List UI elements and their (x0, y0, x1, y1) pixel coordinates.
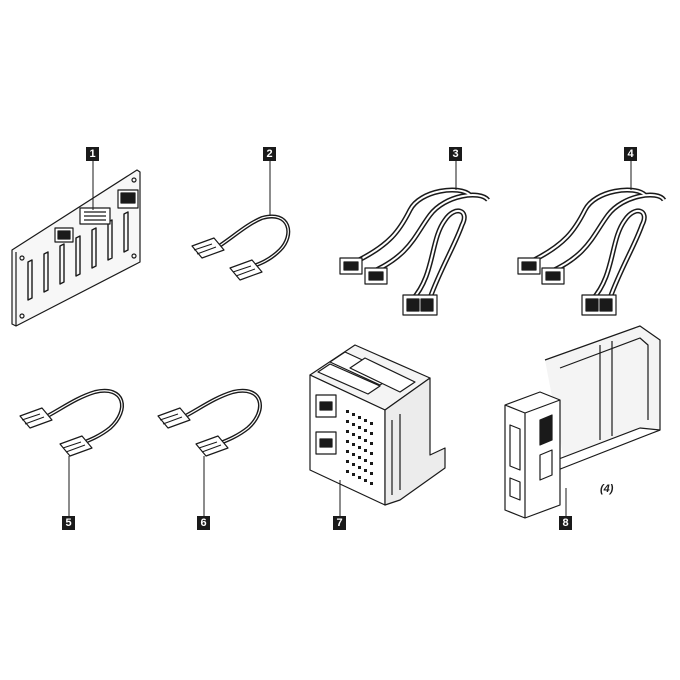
short-cable-6-illustration (157, 388, 262, 457)
callout-8: 8 (559, 516, 572, 530)
backplane-illustration (11, 169, 141, 327)
callout-4: 4 (624, 147, 637, 161)
callout-6: 6 (197, 516, 210, 530)
callout-7: 7 (333, 516, 346, 530)
power-cable-illustration (191, 214, 291, 281)
drive-tray-illustration (504, 325, 661, 519)
quantity-note: (4) (600, 483, 614, 495)
signal-cable-3-illustration (339, 187, 490, 316)
short-cable-5-illustration (19, 388, 124, 457)
drive-cage-illustration (309, 344, 446, 506)
callout-3: 3 (449, 147, 462, 161)
callout-2: 2 (263, 147, 276, 161)
signal-cable-4-illustration (517, 187, 667, 316)
callout-1: 1 (86, 147, 99, 161)
callout-5: 5 (62, 516, 75, 530)
